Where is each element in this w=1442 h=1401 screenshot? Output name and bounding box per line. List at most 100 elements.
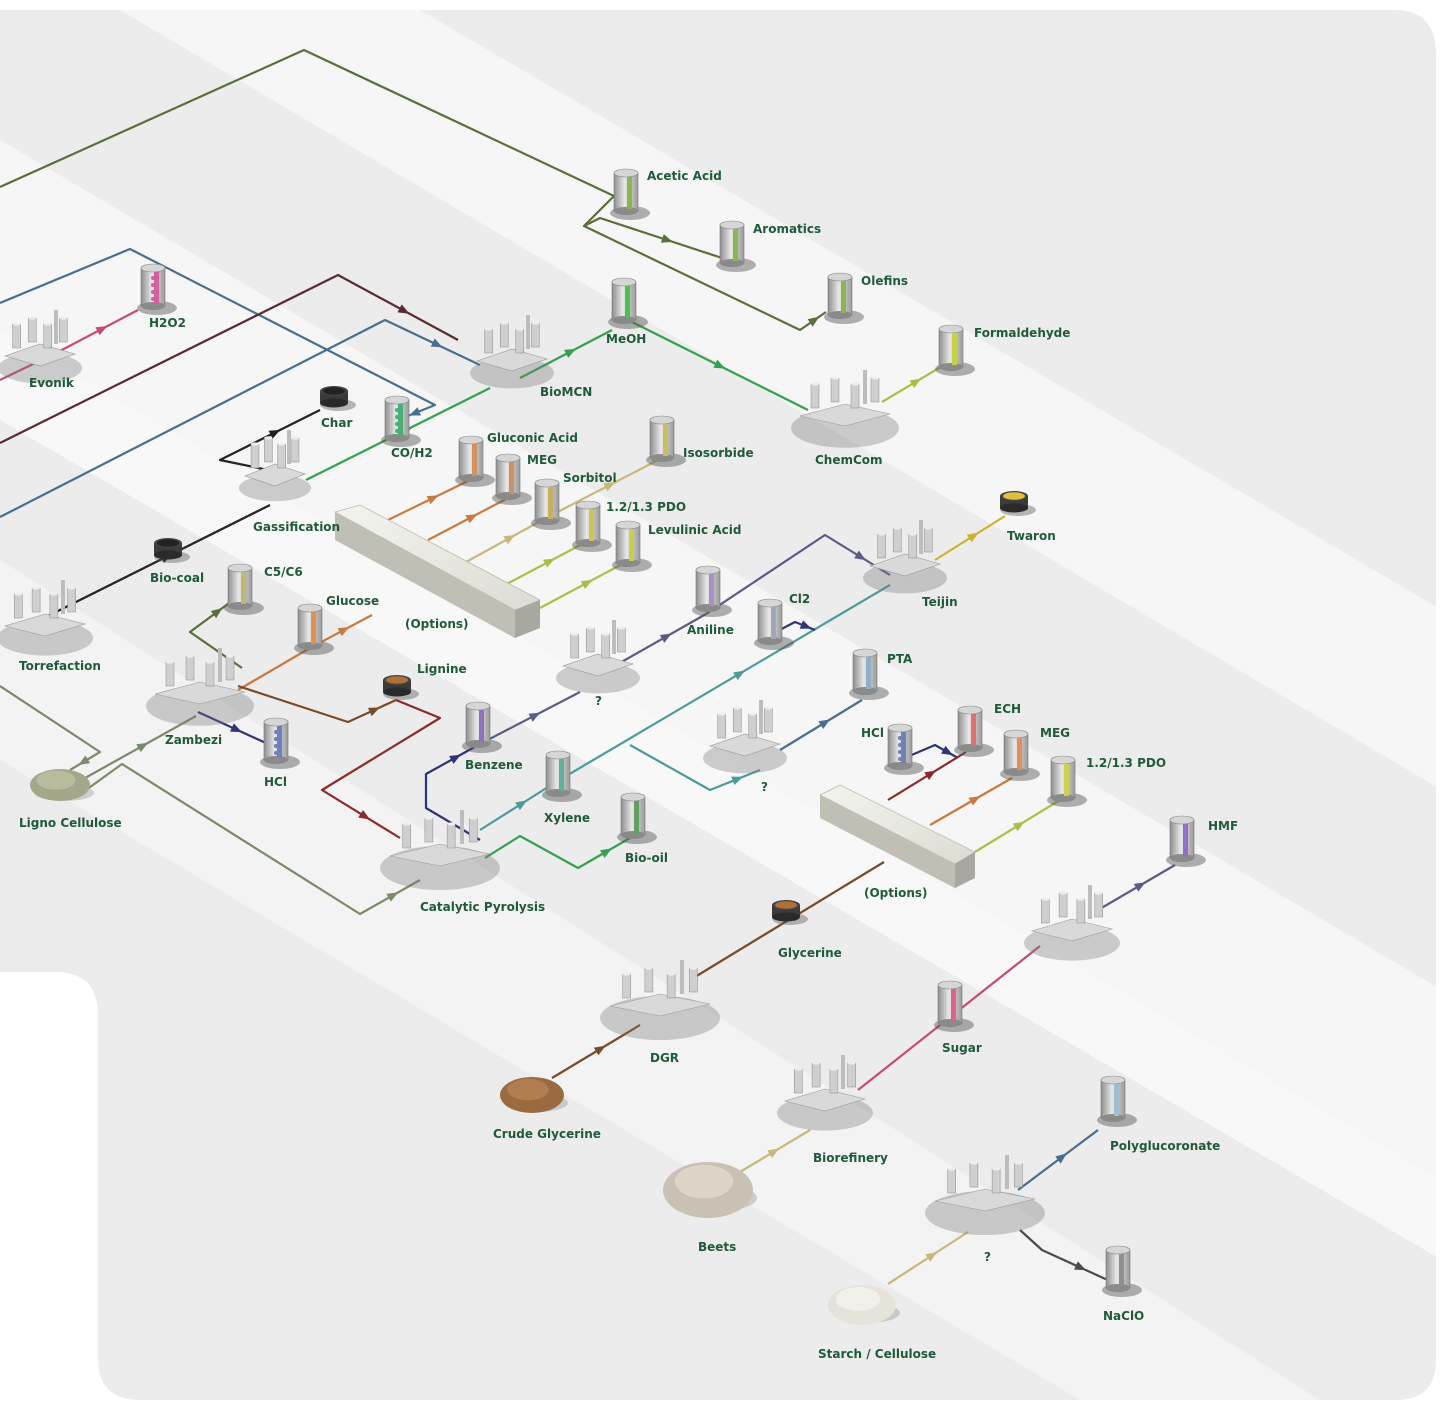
plant-evonik bbox=[0, 310, 82, 384]
pile-crude-glycerine bbox=[500, 1077, 568, 1113]
flow-arrow-icon bbox=[358, 809, 371, 820]
label-glucose: Glucose bbox=[326, 594, 379, 608]
plant-chemcom bbox=[791, 370, 899, 448]
tank-pdo-right bbox=[1047, 755, 1087, 807]
label-benzene: Benzene bbox=[465, 758, 523, 772]
flow-arrow-icon bbox=[968, 796, 981, 806]
tank-acetic-acid bbox=[610, 168, 650, 220]
aromatics-olive-pipe bbox=[583, 216, 723, 260]
plant-teijin bbox=[863, 520, 947, 594]
label-biorefinery: Biorefinery bbox=[813, 1151, 888, 1165]
tank-olefins bbox=[824, 272, 864, 324]
label-hcl-right: HCl bbox=[861, 726, 884, 740]
label-gassification: Gassification bbox=[253, 520, 340, 534]
flow-arrow-icon bbox=[386, 892, 399, 902]
tank-bio-oil bbox=[617, 792, 657, 844]
plant-dgr bbox=[600, 960, 720, 1040]
lignine-brown-pipe bbox=[237, 684, 397, 724]
tank-sugar bbox=[934, 980, 974, 1032]
label-pdo-top: 1.2/1.3 PDO bbox=[606, 500, 686, 514]
flow-arrow-icon bbox=[854, 550, 866, 561]
flow-arrow-icon bbox=[528, 712, 541, 722]
label-ligno-cellulose: Ligno Cellulose bbox=[19, 816, 122, 830]
flow-arrow-icon bbox=[503, 534, 516, 545]
label-pta: PTA bbox=[887, 652, 913, 666]
flow-arrow-icon bbox=[397, 304, 410, 314]
tank-ech bbox=[954, 705, 994, 757]
flow-arrow-icon bbox=[767, 1148, 780, 1159]
blue-pipe-lower bbox=[0, 318, 481, 518]
label-bio-coal: Bio-coal bbox=[150, 571, 204, 585]
label-aniline: Aniline bbox=[687, 623, 734, 637]
flow-arrow-icon bbox=[426, 495, 439, 505]
naclo-grey-pipe bbox=[1019, 1229, 1113, 1284]
label-catalytic-pyrolysis: Catalytic Pyrolysis bbox=[420, 900, 545, 914]
label-gluconic-acid: Gluconic Acid bbox=[487, 431, 578, 445]
tank-xylene bbox=[542, 750, 582, 802]
label-xylene: Xylene bbox=[544, 811, 590, 825]
flow-arrow-icon bbox=[603, 482, 616, 492]
tank-isosorbide bbox=[646, 415, 686, 467]
label-twaron: Twaron bbox=[1007, 529, 1056, 543]
label-c5c6: C5/C6 bbox=[264, 565, 303, 579]
plant-gassification bbox=[239, 430, 311, 502]
tank-co-h2 bbox=[381, 395, 421, 447]
plant-biomcn bbox=[470, 315, 554, 389]
tank-naclo bbox=[1102, 1245, 1142, 1297]
label-pdo-right: 1.2/1.3 PDO bbox=[1086, 756, 1166, 770]
flow-arrow-icon bbox=[807, 316, 820, 327]
tank-pdo-top bbox=[572, 500, 612, 552]
label-aromatics: Aromatics bbox=[753, 222, 821, 236]
plant-unknown-pta bbox=[703, 700, 787, 774]
plant-zambezi bbox=[146, 648, 254, 726]
flow-arrow-icon bbox=[1012, 821, 1025, 832]
flow-arrow-icon bbox=[924, 770, 937, 781]
label-lignine: Lignine bbox=[417, 662, 467, 676]
label-crude-glycerine: Crude Glycerine bbox=[493, 1127, 601, 1141]
pdo-right-lime-pipe bbox=[969, 799, 1061, 856]
flow-arrow-icon bbox=[593, 1045, 606, 1056]
flow-arrow-icon bbox=[818, 719, 831, 729]
acetic-olive-pipe bbox=[0, 48, 827, 332]
flow-arrow-icon bbox=[733, 670, 745, 681]
label-options-top: (Options) bbox=[405, 617, 469, 631]
label-meg-top: MEG bbox=[527, 453, 557, 467]
label-hcl-left: HCl bbox=[264, 775, 287, 789]
plant-unknown-starch bbox=[925, 1155, 1045, 1235]
flow-arrow-icon bbox=[925, 1252, 938, 1262]
tank-h2o2 bbox=[137, 263, 177, 315]
label-glycerine: Glycerine bbox=[778, 946, 842, 960]
flow-arrow-icon bbox=[966, 532, 979, 543]
label-torrefaction: Torrefaction bbox=[19, 659, 101, 673]
label-char: Char bbox=[321, 416, 352, 430]
label-bio-oil: Bio-oil bbox=[625, 851, 668, 865]
flow-arrow-icon bbox=[659, 633, 672, 643]
label-zambezi: Zambezi bbox=[165, 733, 222, 747]
flow-arrow-icon bbox=[731, 776, 744, 786]
pile-beets bbox=[663, 1162, 757, 1218]
flow-arrow-icon bbox=[268, 429, 281, 439]
pot-char bbox=[320, 386, 356, 411]
label-meoh: MeOH bbox=[606, 332, 646, 346]
plant-catalytic-pyrolysis bbox=[380, 810, 500, 890]
label-options-right: (Options) bbox=[864, 886, 928, 900]
tank-aniline bbox=[692, 565, 732, 617]
aniline-teijin-purple-pipe bbox=[705, 533, 891, 615]
tank-meg-right bbox=[1000, 729, 1040, 781]
pot-lignine bbox=[383, 675, 419, 700]
flow-arrow-icon bbox=[78, 755, 91, 765]
flow-arrow-icon bbox=[95, 326, 108, 336]
flow-arrow-icon bbox=[465, 514, 478, 524]
tank-cl2 bbox=[754, 598, 794, 650]
tank-pta bbox=[849, 648, 889, 700]
label-hmf: HMF bbox=[1208, 819, 1238, 833]
flow-arrow-icon bbox=[564, 348, 576, 358]
label-chemcom: ChemCom bbox=[815, 453, 883, 467]
label-formaldehyde: Formaldehyde bbox=[974, 326, 1070, 340]
label-unknown-aniline: ? bbox=[595, 694, 602, 708]
flow-arrow-icon bbox=[713, 359, 726, 369]
label-unknown-pta: ? bbox=[761, 780, 768, 794]
flow-arrow-icon bbox=[449, 754, 461, 764]
